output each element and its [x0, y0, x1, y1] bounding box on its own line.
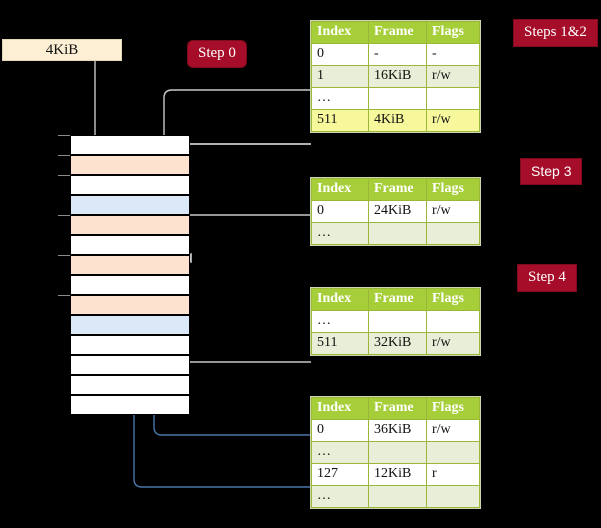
table-cell-flags [426, 87, 480, 110]
table-cell-frame: - [368, 43, 427, 66]
memory-frame-row [70, 275, 190, 295]
table-row: … [311, 485, 480, 508]
memory-frame-row [70, 355, 190, 375]
table-cell-index: 511 [311, 109, 369, 132]
table-cell-index: 0 [311, 43, 369, 66]
table-cell-index: … [311, 441, 369, 464]
table-cell-flags: - [426, 43, 480, 66]
step-badge-step-4: Step 4 [518, 265, 576, 291]
table-cell-frame: 24KiB [368, 200, 427, 223]
table-cell-index: … [311, 222, 369, 245]
column-header-index: Index [311, 178, 369, 201]
memory-frame-row [70, 315, 190, 335]
memory-frame-row [70, 375, 190, 395]
table-row: … [311, 87, 480, 110]
table-cell-frame: 16KiB [368, 65, 427, 88]
memory-row-tick [58, 215, 70, 216]
memory-frame-row [70, 235, 190, 255]
table-cell-index: 511 [311, 332, 369, 355]
table-cell-frame [368, 87, 427, 110]
table-cell-index: … [311, 485, 369, 508]
column-header-flags: Flags [426, 288, 480, 311]
source-size-label: 4KiB [45, 41, 79, 58]
table-cell-flags: r [426, 463, 480, 486]
memory-frame-row [70, 175, 190, 195]
table-row: … [311, 441, 480, 464]
memory-row-tick [58, 175, 70, 176]
table-cell-flags: r/w [426, 200, 480, 223]
step-badge-steps-1-2: Steps 1&2 [514, 20, 597, 46]
column-header-index: Index [311, 21, 369, 44]
table-cell-index: … [311, 310, 369, 333]
memory-frame-row [70, 395, 190, 415]
column-header-frame: Frame [368, 397, 427, 420]
table-cell-flags [426, 222, 480, 245]
table-cell-frame: 4KiB [368, 109, 427, 132]
column-header-flags: Flags [426, 397, 480, 420]
table-cell-flags: r/w [426, 419, 480, 442]
memory-tick-marks [58, 135, 70, 415]
memory-row-tick [58, 135, 70, 136]
column-header-frame: Frame [368, 178, 427, 201]
table-cell-flags [426, 310, 480, 333]
table-cell-index: 127 [311, 463, 369, 486]
memory-frame-row [70, 215, 190, 235]
table-cell-frame [368, 222, 427, 245]
column-header-flags: Flags [426, 21, 480, 44]
column-header-index: Index [311, 397, 369, 420]
table-cell-frame: 32KiB [368, 332, 427, 355]
table-cell-frame [368, 310, 427, 333]
source-size-box: 4KiB [2, 39, 122, 61]
memory-frame-row [70, 135, 190, 155]
column-header-flags: Flags [426, 178, 480, 201]
table-cell-index: 1 [311, 65, 369, 88]
memory-frame-row [70, 195, 190, 215]
table-cell-index: 0 [311, 419, 369, 442]
table-cell-index: … [311, 87, 369, 110]
physical-memory-column [70, 135, 190, 415]
table-cell-flags: r/w [426, 332, 480, 355]
memory-frame-row [70, 255, 190, 275]
table-cell-flags [426, 485, 480, 508]
memory-frame-row [70, 155, 190, 175]
memory-frame-row [70, 295, 190, 315]
table-cell-flags: r/w [426, 109, 480, 132]
table-cell-frame: 36KiB [368, 419, 427, 442]
memory-row-tick [58, 255, 70, 256]
step-badge-step-0: Step 0 [188, 41, 246, 67]
step-badge-step-3: Step 3 [521, 159, 582, 184]
artifact-dot [482, 137, 485, 140]
table-row: … [311, 310, 480, 333]
table-cell-frame [368, 441, 427, 464]
table-cell-frame [368, 485, 427, 508]
memory-frame-row [70, 335, 190, 355]
table-cell-flags: r/w [426, 65, 480, 88]
memory-row-tick [58, 155, 70, 156]
memory-row-tick [58, 295, 70, 296]
column-header-frame: Frame [368, 21, 427, 44]
column-header-index: Index [311, 288, 369, 311]
table-cell-frame: 12KiB [368, 463, 427, 486]
table-row: 0-- [311, 43, 480, 66]
column-header-frame: Frame [368, 288, 427, 311]
table-row: … [311, 222, 480, 245]
table-cell-index: 0 [311, 200, 369, 223]
table-cell-flags [426, 441, 480, 464]
